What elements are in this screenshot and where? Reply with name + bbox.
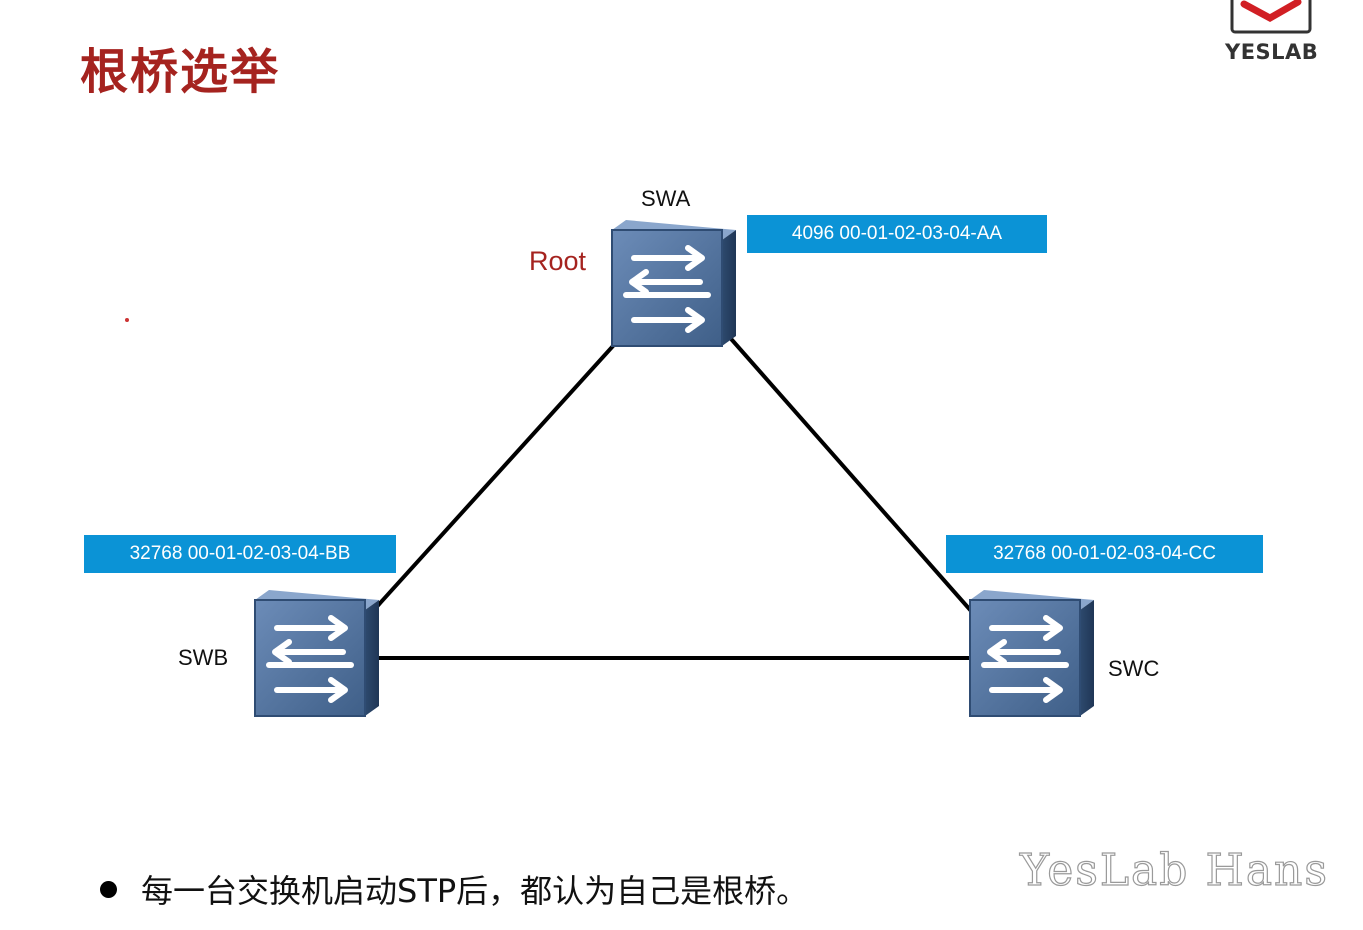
watermark: YesLab Hans — [1019, 844, 1329, 896]
link-swa-swb — [370, 323, 634, 614]
link-swa-swc — [723, 330, 974, 614]
bridge-id-swc: 32768 00-01-02-03-04-CC — [946, 535, 1263, 573]
logo-text: YESLAB — [1225, 40, 1319, 64]
yeslab-logo — [1230, 0, 1312, 34]
bridge-id-swa: 4096 00-01-02-03-04-AA — [747, 215, 1047, 253]
root-label: Root — [529, 246, 587, 276]
bullet-item: 每一台交换机启动STP后，都认为自己是根桥。 — [100, 866, 808, 912]
node-label-swb: SWB — [178, 645, 229, 670]
node-label-swc: SWC — [1108, 656, 1160, 681]
page-title: 根桥选举 — [80, 44, 281, 100]
bridge-id-swb: 32768 00-01-02-03-04-BB — [84, 535, 396, 573]
pointer-dot — [125, 318, 129, 322]
switch-swb-icon — [255, 590, 379, 716]
switch-swc-icon — [970, 590, 1094, 716]
node-label-swa: SWA — [641, 186, 691, 211]
bullet-text: 每一台交换机启动STP后，都认为自己是根桥。 — [141, 872, 809, 910]
switch-swa-icon — [612, 220, 736, 346]
bullet-dot-icon — [100, 880, 117, 898]
